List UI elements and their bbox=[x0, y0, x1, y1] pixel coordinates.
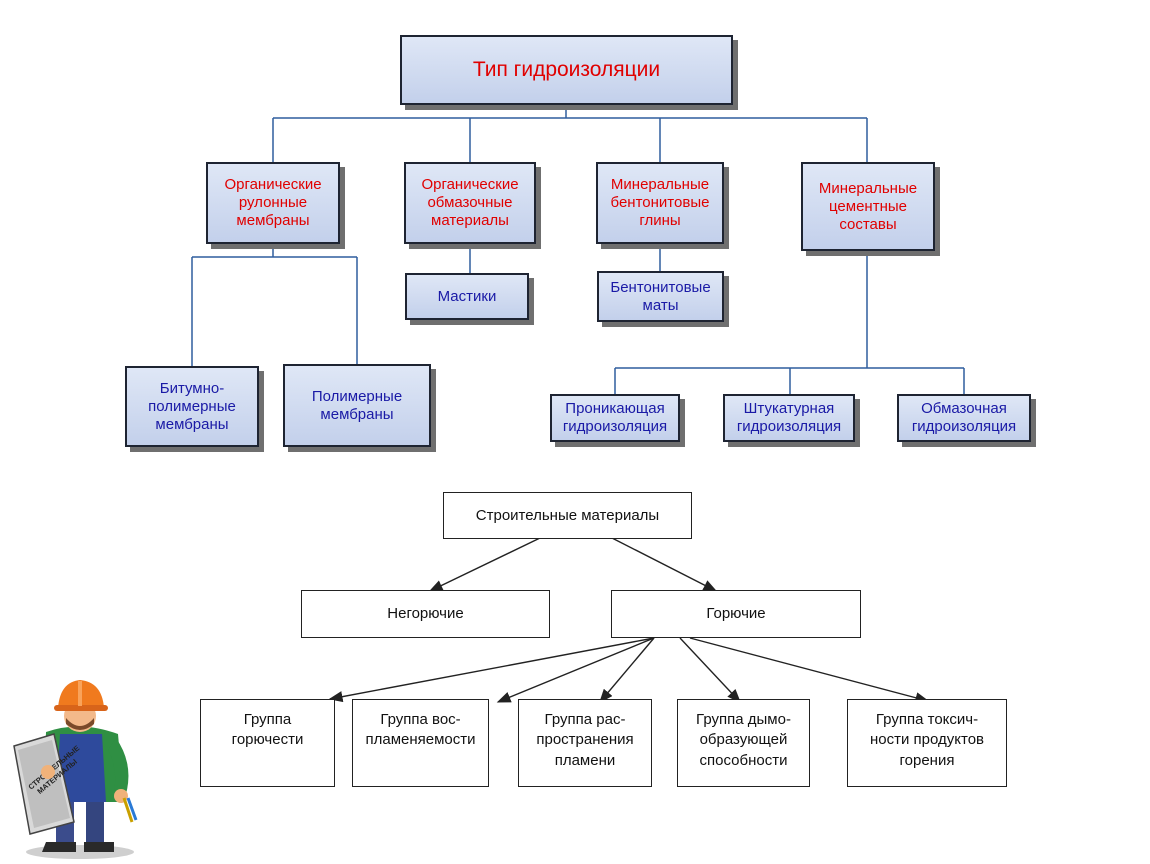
group-combustibility: Группа горючести bbox=[200, 699, 335, 787]
subtype-plaster-waterproofing: Штукатурная гидроизоляция bbox=[723, 394, 855, 442]
subtype-polymer-membranes: Полимерные мембраны bbox=[283, 364, 431, 447]
subtype-penetrating-waterproofing: Проникающая гидроизоляция bbox=[550, 394, 680, 442]
category-organic-roll-membranes: Органические рулонные мембраны bbox=[206, 162, 340, 244]
subtype-bitumen-polymer-membranes: Битумно- полимерные мембраны bbox=[125, 366, 259, 447]
construction-worker-illustration: СТРОИТЕЛЬНЫЕ МАТЕРИАЛЫ bbox=[13, 680, 138, 859]
subtype-mastics: Мастики bbox=[405, 273, 529, 320]
subtype-bentonite-mats: Бентонитовые маты bbox=[597, 271, 724, 322]
top-tree-connectors bbox=[191, 104, 965, 395]
group-flammability: Группа вос- пламеняемости bbox=[352, 699, 489, 787]
building-materials-root: Строительные материалы bbox=[443, 492, 692, 539]
waterproofing-type-root: Тип гидроизоляции bbox=[400, 35, 733, 105]
non-combustible-node: Негорючие bbox=[301, 590, 550, 638]
combustible-node: Горючие bbox=[611, 590, 861, 638]
category-organic-coating-materials: Органические обмазочные материалы bbox=[404, 162, 536, 244]
group-smoke-generation: Группа дымо- образующей способности bbox=[677, 699, 810, 787]
category-mineral-bentonite-clays: Минеральные бентонитовые глины bbox=[596, 162, 724, 244]
category-mineral-cement-compositions: Минеральные цементные составы bbox=[801, 162, 935, 251]
group-flame-spread: Группа рас- пространения пламени bbox=[518, 699, 652, 787]
bottom-tree-arrows bbox=[328, 537, 930, 704]
materials-book-icon: СТРОИТЕЛЬНЫЕ МАТЕРИАЛЫ bbox=[13, 733, 81, 835]
subtype-coating-waterproofing: Обмазочная гидроизоляция bbox=[897, 394, 1031, 442]
group-combustion-toxicity: Группа токсич- ности продуктов горения bbox=[847, 699, 1007, 787]
